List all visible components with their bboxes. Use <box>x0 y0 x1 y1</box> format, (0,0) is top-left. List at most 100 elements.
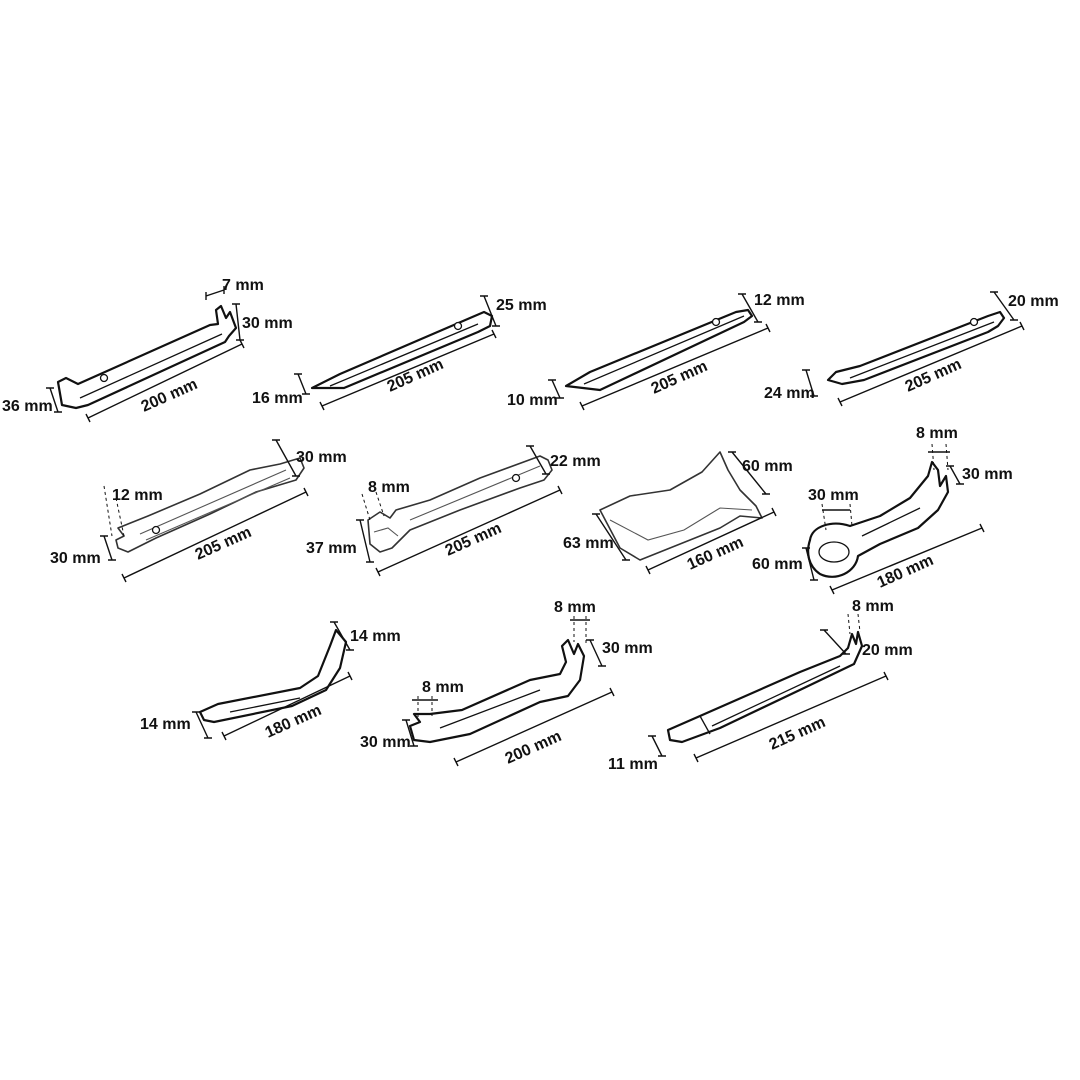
tool-6-label-37mm: 37 mm <box>306 540 357 557</box>
tool-10-dim-30-right <box>586 639 606 667</box>
tool-4-dim-24 <box>802 369 818 397</box>
tool-9-ridge <box>229 697 301 713</box>
tool-3-dim-205 <box>579 323 771 411</box>
tool-7-body <box>599 451 763 561</box>
tool-2-dim-16 <box>294 373 310 395</box>
tool-7-curve <box>609 507 753 541</box>
tool-6-dim-37 <box>356 519 374 563</box>
tool-9-dim-14-right <box>330 621 354 651</box>
tool-5-label-205mm: 205 mm <box>193 524 254 564</box>
tool-11-label-215mm: 215 mm <box>767 714 828 754</box>
tool-8-ext-30-inner <box>821 503 853 531</box>
tool-2-dim-25 <box>480 295 500 327</box>
tool-7-dim-60 <box>728 451 770 495</box>
tool-5-body <box>115 457 305 553</box>
tool-4-dim-205 <box>837 321 1025 407</box>
tool-6-dim-205 <box>375 485 563 577</box>
tool-11-label-8mm: 8 mm <box>852 598 894 615</box>
tool-11: 8 mm 20 mm 11 mm 215 mm <box>608 598 913 773</box>
tool-2-ridge <box>329 323 479 387</box>
tool-1-label-36mm: 36 mm <box>2 398 53 415</box>
tool-5-label-30mm-top: 30 mm <box>296 449 347 466</box>
tool-8-groove <box>861 507 921 537</box>
tool-6-groove <box>409 465 541 521</box>
tool-10-label-30mm-right: 30 mm <box>602 640 653 657</box>
tool-10-ext-8-left <box>417 696 433 718</box>
tool-8-dim-180 <box>829 523 985 595</box>
tool-1-hole <box>99 373 109 383</box>
tool-8-ext-8 <box>931 443 949 471</box>
tool-3-dim-10 <box>548 379 564 399</box>
tool-10-dim-200 <box>453 687 615 767</box>
tool-1-body <box>56 304 238 410</box>
tool-3-body <box>564 308 754 392</box>
tool-2-dim-205 <box>319 329 497 411</box>
tool-6-slot <box>373 527 399 537</box>
tool-8: 8 mm 30 mm 30 mm 60 mm 180 mm <box>752 425 1013 595</box>
tool-7-dim-63 <box>592 513 630 561</box>
tool-9-label-14mm-right: 14 mm <box>350 628 401 645</box>
tool-5-dim-30-top <box>272 439 300 477</box>
tool-3-hole <box>711 317 721 327</box>
tool-4-hole <box>969 317 979 327</box>
tool-10-body <box>408 638 586 744</box>
tool-5-ext-12 <box>103 485 125 537</box>
tool-11-dim-20 <box>820 629 850 655</box>
tool-6-label-22mm: 22 mm <box>550 453 601 470</box>
tool-10-label-8mm-right: 8 mm <box>554 599 596 616</box>
tool-5-dim-205 <box>121 487 309 583</box>
tool-8-label-60mm: 60 mm <box>752 556 803 573</box>
tool-1-dim-7 <box>205 286 225 300</box>
tool-5-hole <box>151 525 161 535</box>
tool-11-bevel <box>699 715 711 735</box>
tool-1-ridge <box>79 333 223 399</box>
tool-6-ext-8 <box>361 491 385 521</box>
tool-6-label-205mm: 205 mm <box>443 520 504 560</box>
tool-8-label-8mm: 8 mm <box>916 425 958 442</box>
tool-11-body <box>666 630 864 744</box>
tool-10-groove <box>439 689 541 729</box>
tool-10-dim-30-left <box>402 719 418 747</box>
tool-10-label-200mm: 200 mm <box>503 728 564 768</box>
tool-2-label-25mm: 25 mm <box>496 297 547 314</box>
tool-3-ridge <box>583 315 745 385</box>
tool-1-label-30mm: 30 mm <box>242 315 293 332</box>
tool-5-label-12mm: 12 mm <box>112 487 163 504</box>
tool-8-label-30mm-inner: 30 mm <box>808 487 859 504</box>
tool-2: 25 mm 16 mm 205 mm <box>252 295 547 411</box>
tool-11-dim-215 <box>693 671 889 763</box>
tool-5-dim-30-left <box>100 535 116 561</box>
tool-1-label-200mm: 200 mm <box>139 376 200 416</box>
tool-2-hole <box>453 321 463 331</box>
tool-9: 14 mm 14 mm 180 mm <box>140 621 401 742</box>
tool-6: 22 mm 8 mm 37 mm 205 mm <box>306 445 601 577</box>
tool-4-label-20mm: 20 mm <box>1008 293 1059 310</box>
tool-3-dim-12 <box>738 293 762 323</box>
tool-10-ext-8-right <box>573 616 587 644</box>
tool-9-dim-180 <box>221 671 353 741</box>
tool-8-dim-60 <box>802 547 818 581</box>
tool-1-dim-36 <box>46 387 62 413</box>
tool-7-label-160mm: 160 mm <box>685 534 746 574</box>
tool-7-label-63mm: 63 mm <box>563 535 614 552</box>
tool-4-ridge <box>849 321 995 379</box>
tool-7-label-60mm: 60 mm <box>742 458 793 475</box>
tool-11-ridge <box>711 665 841 727</box>
tool-2-label-16mm: 16 mm <box>252 390 303 407</box>
tool-11-dim-11 <box>648 735 666 757</box>
tool-6-label-8mm: 8 mm <box>368 479 410 496</box>
tool-3: 12 mm 10 mm 205 mm <box>507 292 805 411</box>
tool-11-label-20mm: 20 mm <box>862 642 913 659</box>
tool-3-label-10mm: 10 mm <box>507 392 558 409</box>
tool-5-label-30mm-left: 30 mm <box>50 550 101 567</box>
tool-4: 20 mm 24 mm 205 mm <box>764 291 1059 407</box>
tool-5: 30 mm 12 mm 30 mm 205 mm <box>50 439 347 583</box>
tool-9-label-14mm-left: 14 mm <box>140 716 191 733</box>
tool-7-dim-160 <box>645 507 777 575</box>
tool-10-label-8mm-left: 8 mm <box>422 679 464 696</box>
tool-4-label-24mm: 24 mm <box>764 385 815 402</box>
tool-3-label-12mm: 12 mm <box>754 292 805 309</box>
tool-1: 7 mm 30 mm 36 mm 200 mm <box>2 277 293 423</box>
tool-9-body <box>198 628 348 724</box>
